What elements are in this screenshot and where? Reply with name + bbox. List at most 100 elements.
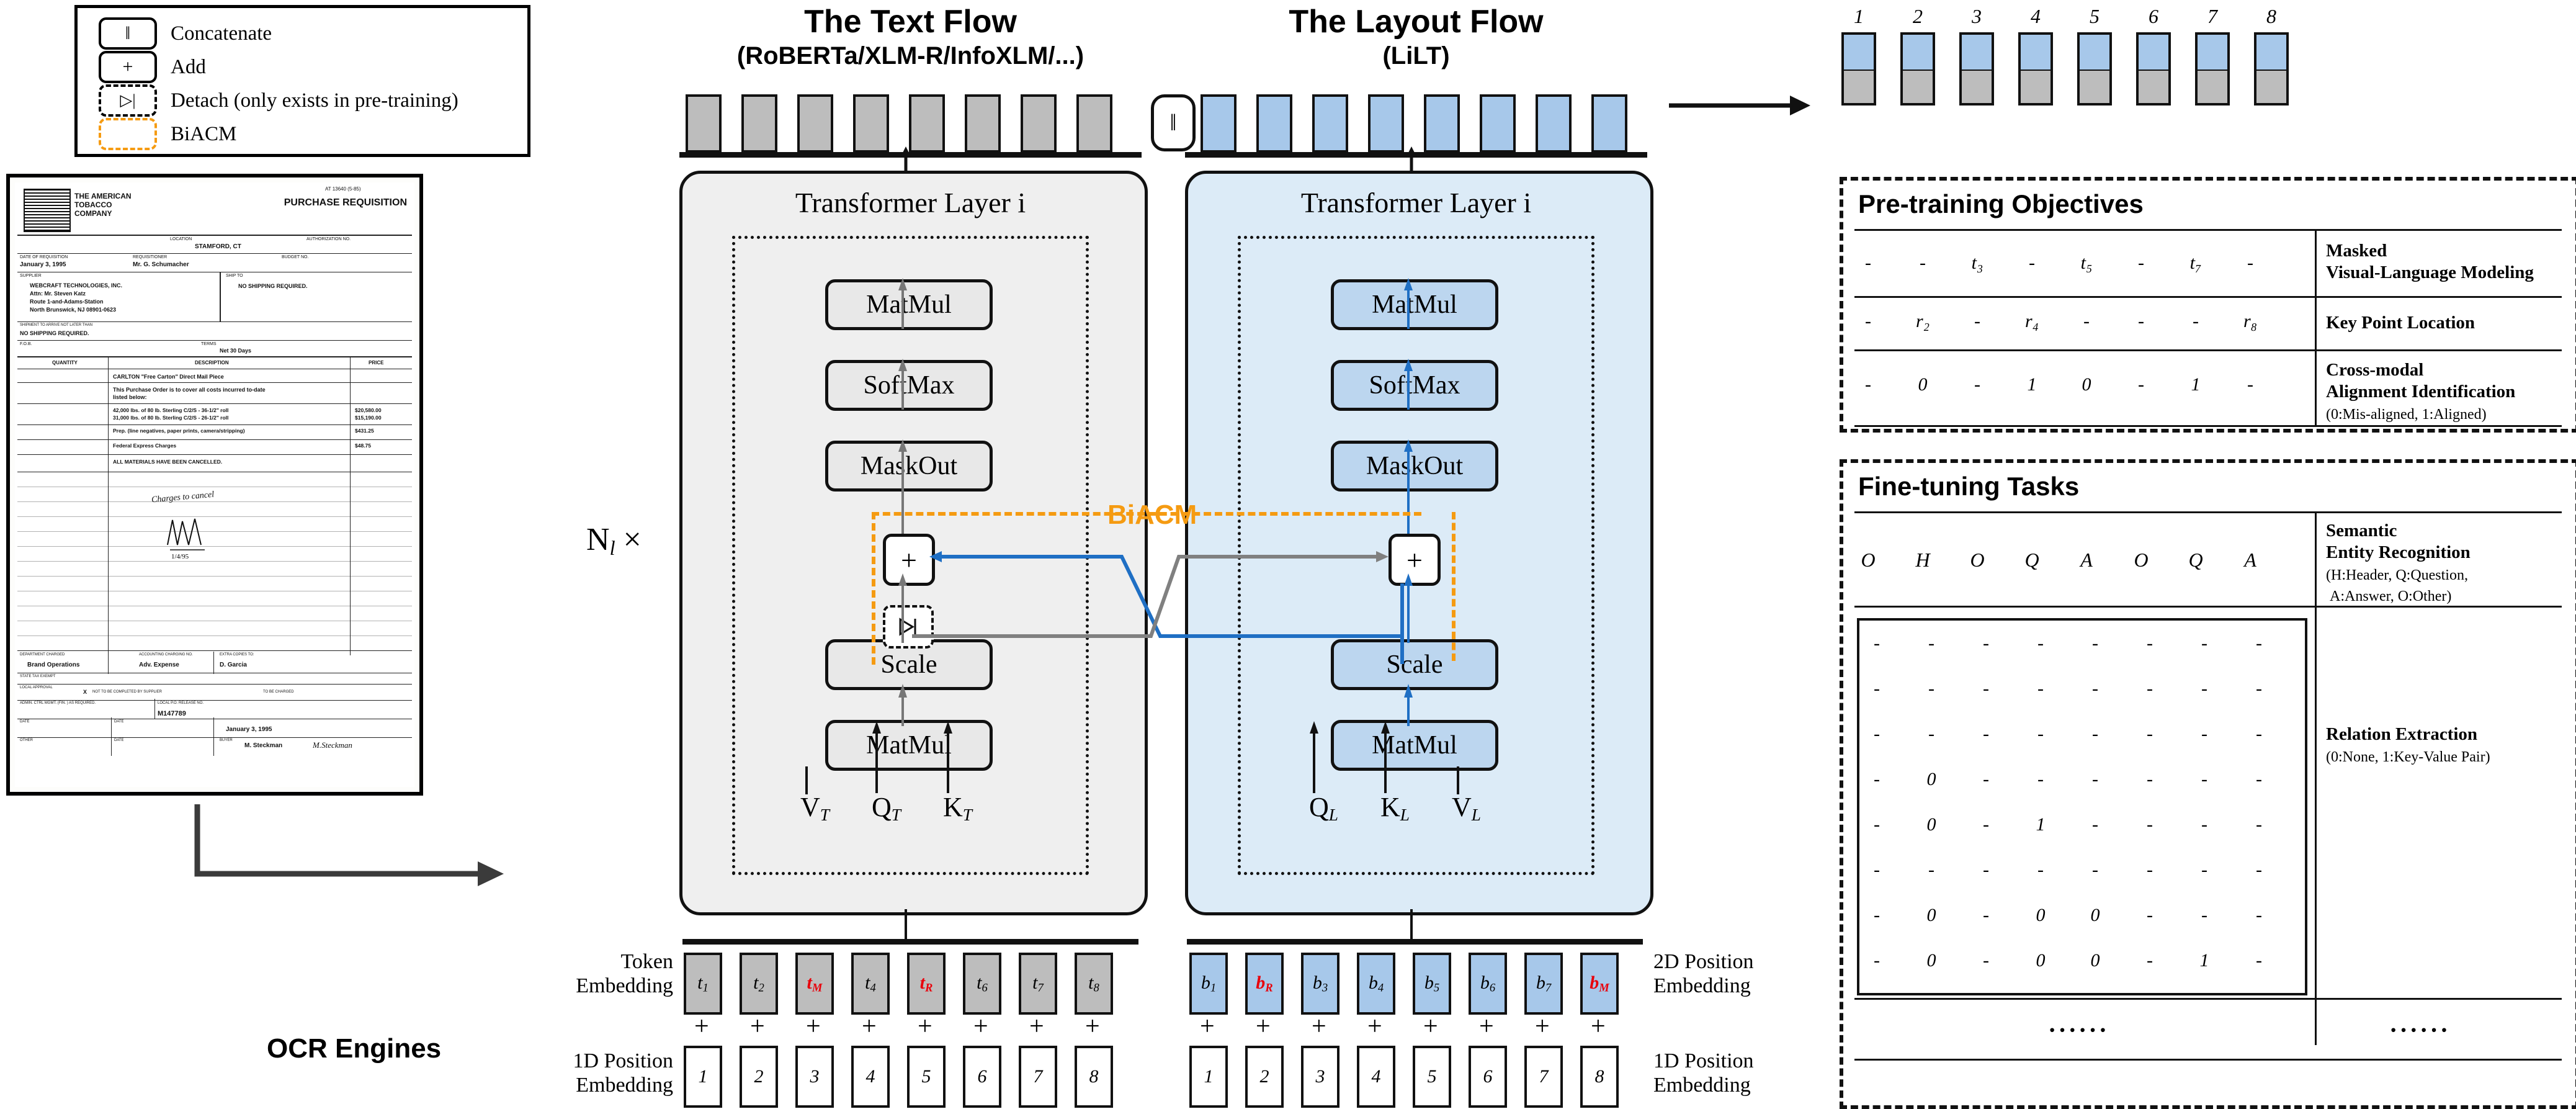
- doc-col-quantity: QUANTITY: [52, 360, 78, 366]
- plus-symbol: +: [1423, 1012, 1438, 1041]
- output-bar: [1959, 32, 1994, 106]
- output-index: 3: [1972, 5, 1982, 27]
- matrix-cell: -: [2201, 633, 2207, 653]
- doc-col-description: DESCRIPTION: [195, 360, 229, 366]
- matrix-cell: -: [2092, 678, 2098, 699]
- text-softmax[interactable]: SoftMax: [825, 360, 993, 411]
- layout-softmax[interactable]: SoftMax: [1331, 360, 1498, 411]
- matrix-cell: -: [1874, 950, 1880, 971]
- embedding-token: b3: [1301, 953, 1339, 1015]
- doc-po-value: M147789: [158, 710, 186, 717]
- pretraining-objectives-panel: Pre-training Objectives --t₃-t₅-t₇- -r₂-…: [1840, 177, 2576, 433]
- output-bar-text-part: [1900, 70, 1935, 106]
- text-scale[interactable]: Scale: [825, 639, 993, 690]
- layout-scale[interactable]: Scale: [1331, 639, 1498, 690]
- doc-number: AT 13640 (5-85): [325, 186, 361, 192]
- relation-extraction-matrix: -------------------------0-------0-1----…: [1857, 618, 2307, 995]
- output-index: 8: [2266, 5, 2276, 27]
- position-token: 7: [1524, 1046, 1563, 1108]
- layout-maskout[interactable]: MaskOut: [1331, 441, 1498, 492]
- ocr-arrow: [194, 804, 504, 886]
- finetuning-title: Fine-tuning Tasks: [1858, 472, 2080, 501]
- position-token: 5: [907, 1046, 946, 1108]
- pretraining-title: Pre-training Objectives: [1858, 189, 2144, 218]
- position-token: 6: [1469, 1046, 1507, 1108]
- biacm-region-right-edge: [1415, 512, 1456, 661]
- table-cell-value: Q: [2188, 549, 2203, 571]
- plus-symbol: +: [1591, 1012, 1606, 1041]
- legend-item-biacm: BiACM: [99, 117, 527, 151]
- plus-symbol: +: [973, 1012, 988, 1041]
- text-matmul-bottom[interactable]: MatMul: [825, 720, 993, 771]
- output-bar-layout-part: [2254, 32, 2289, 70]
- ellipsis-right: ······: [2389, 1016, 2451, 1044]
- matrix-cell: -: [1983, 905, 1989, 925]
- table-cell-value: -: [2138, 311, 2144, 331]
- matrix-cell: -: [1983, 678, 1989, 699]
- output-bar: [2077, 32, 2112, 106]
- detach-node-text[interactable]: [883, 605, 934, 649]
- layout-output-token: [1424, 94, 1460, 153]
- doc-state-tax: STATE TAX EXEMPT: [20, 675, 56, 678]
- text-input-k: KT: [943, 792, 972, 824]
- table-cell-value: r₄: [2024, 311, 2039, 331]
- layout-matmul-top[interactable]: MatMul: [1331, 279, 1498, 330]
- matrix-cell: -: [2147, 814, 2153, 835]
- text-output-token: [797, 94, 833, 153]
- matrix-cell: -: [1874, 633, 1880, 653]
- text-input-q: QT: [872, 792, 901, 824]
- output-bar: [2195, 32, 2230, 106]
- position-token: 1: [1189, 1046, 1228, 1108]
- table-cell-value: r₂: [1915, 311, 1930, 331]
- plus-symbol: +: [862, 1012, 877, 1041]
- matrix-cell: -: [2147, 905, 2153, 925]
- concatenate-node[interactable]: ‖: [1151, 94, 1196, 151]
- embedding-token: t2: [740, 953, 778, 1015]
- plus-symbol: +: [750, 1012, 765, 1041]
- doc-signature-name: M. Steckman: [244, 742, 283, 749]
- output-bar-layout-part: [1841, 32, 1876, 70]
- matrix-cell: 0: [1926, 905, 1936, 925]
- layout-input-q: QL: [1309, 792, 1338, 824]
- text-qkv-arrows: [805, 721, 952, 794]
- embedding-token: b4: [1357, 953, 1395, 1015]
- text-add-node[interactable]: +: [883, 534, 935, 586]
- legend-box: ‖ Concatenate + Add ▷| Detach (only exis…: [74, 5, 530, 157]
- matrix-cell: -: [2201, 814, 2207, 835]
- output-index: 4: [2031, 5, 2041, 27]
- layout-add-node[interactable]: +: [1389, 534, 1441, 586]
- legend-label-biacm: BiACM: [171, 122, 237, 145]
- text-input-v: VT: [800, 792, 830, 824]
- plus-symbol: +: [1085, 1012, 1100, 1041]
- embedding-token: t8: [1075, 953, 1113, 1015]
- table-cell-value: -: [2247, 374, 2253, 395]
- table-cell-value: Q: [2024, 549, 2039, 571]
- position-token: 3: [1301, 1046, 1339, 1108]
- matrix-cell: -: [1874, 724, 1880, 744]
- layout-scale-arrow: [1404, 684, 1413, 726]
- output-bar-text-part: [1841, 70, 1876, 106]
- matrix-cell: -: [2256, 814, 2262, 835]
- output-bar-layout-part: [2136, 32, 2171, 70]
- text-output-token: [1076, 94, 1112, 153]
- text-matmul-top[interactable]: MatMul: [825, 279, 993, 330]
- table-cell-value: -: [1920, 253, 1926, 273]
- matrix-cell: 0: [2090, 905, 2100, 925]
- output-bar-text-part: [1959, 70, 1994, 106]
- table-row: --------: [1859, 666, 2305, 711]
- add-icon: +: [99, 51, 157, 83]
- table-cell-value: r₈: [2243, 311, 2258, 331]
- matrix-cell: -: [1874, 769, 1880, 789]
- text-maskout[interactable]: MaskOut: [825, 441, 993, 492]
- matrix-cell: -: [1928, 678, 1934, 699]
- matrix-cell: -: [1983, 769, 1989, 789]
- table-cell-value: t₇: [2189, 253, 2202, 273]
- matrix-cell: -: [1983, 724, 1989, 744]
- matrix-cell: -: [2037, 633, 2044, 653]
- text-flow-internal-arrows: [898, 278, 907, 643]
- legend-label-add: Add: [171, 55, 206, 78]
- layout-flow-top-bar: [1185, 152, 1647, 158]
